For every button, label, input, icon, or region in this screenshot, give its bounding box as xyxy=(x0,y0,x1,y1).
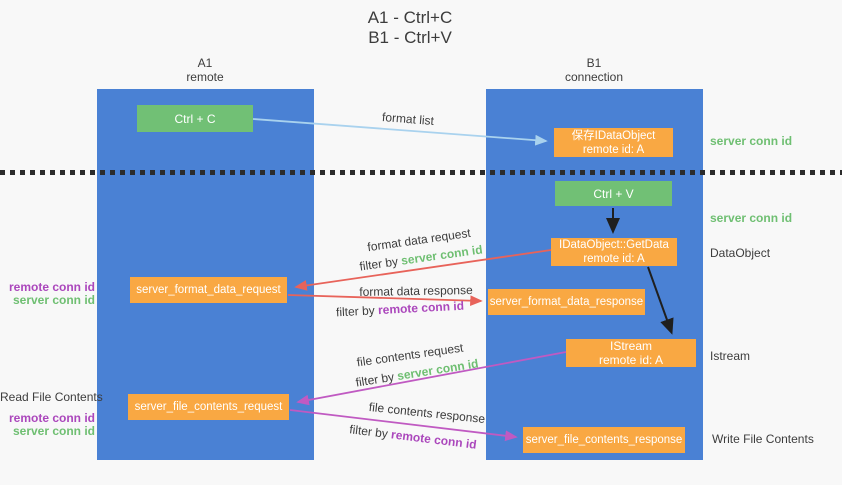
remote-conn-id-key: remote conn id xyxy=(377,298,465,318)
save-idataobject-line2: remote id: A xyxy=(582,143,645,156)
remote-conn-id-key: remote conn id xyxy=(390,427,478,452)
node-save-idataobject: 保存IDataObject remote id: A xyxy=(554,128,673,157)
node-server-file-contents-response: server_file_contents_response xyxy=(523,427,685,453)
lane-a1-name: A1 xyxy=(197,56,213,70)
format-request-label: server_format_data_request xyxy=(136,284,281,296)
left-label-remote-conn-id-1: remote conn id xyxy=(8,280,95,294)
right-label-server-conn-id-2: server conn id xyxy=(710,211,793,225)
lane-header-a1: A1 remote xyxy=(145,56,265,84)
right-label-server-conn-id-1: server conn id xyxy=(710,134,793,148)
ctrl-v-label: Ctrl + V xyxy=(593,186,634,201)
label-file-contents-response: file contents response xyxy=(368,399,486,427)
format-response-label: server_format_data_response xyxy=(489,296,644,308)
file-request-label: server_file_contents_request xyxy=(134,401,283,413)
istream-line2: remote id: A xyxy=(598,353,664,367)
lane-b1-subtitle: connection xyxy=(564,70,624,84)
lane-header-b1: B1 connection xyxy=(534,56,654,84)
right-label-dataobject: DataObject xyxy=(710,246,771,260)
getdata-line1: IDataObject::GetData xyxy=(559,239,669,251)
label-file-contents-response-filter: filter by remote conn id xyxy=(349,422,478,452)
file-response-label: server_file_contents_response xyxy=(525,434,683,446)
label-format-list: format list xyxy=(381,109,435,129)
filter-by-text: filter by xyxy=(348,422,389,441)
left-label-server-conn-id-2: server conn id xyxy=(12,424,95,438)
left-label-server-conn-id-1: server conn id xyxy=(12,293,95,307)
filter-by-text: filter by xyxy=(354,369,396,390)
node-ctrl-c: Ctrl + C xyxy=(137,105,253,132)
save-idataobject-line1: 保存IDataObject xyxy=(571,129,656,142)
ctrl-c-label: Ctrl + C xyxy=(174,111,216,126)
title-line-1: A1 - Ctrl+C xyxy=(367,8,453,27)
machine-boundary-dotted-line xyxy=(0,170,842,175)
left-label-read-file-contents: Read File Contents xyxy=(0,390,103,404)
node-server-file-contents-request: server_file_contents_request xyxy=(128,394,289,420)
label-format-data-response-filter: filter by remote conn id xyxy=(336,299,465,320)
istream-line1: IStream xyxy=(609,339,652,353)
left-label-remote-conn-id-2: remote conn id xyxy=(8,411,95,425)
label-format-data-response: format data response xyxy=(359,283,473,299)
getdata-line2: remote id: A xyxy=(583,253,645,265)
node-server-format-data-request: server_format_data_request xyxy=(130,277,287,303)
title-line-2: B1 - Ctrl+V xyxy=(368,28,452,47)
lane-a1-subtitle: remote xyxy=(186,70,224,84)
filter-by-text: filter by xyxy=(335,303,376,320)
node-server-format-data-response: server_format_data_response xyxy=(488,289,645,315)
node-idataobject-getdata: IDataObject::GetData remote id: A xyxy=(551,238,677,266)
node-istream: IStream remote id: A xyxy=(566,339,696,367)
lane-b1-name: B1 xyxy=(586,56,602,70)
diagram-title: A1 - Ctrl+C B1 - Ctrl+V xyxy=(0,8,820,48)
right-label-istream: Istream xyxy=(710,349,751,363)
right-label-write-file-contents: Write File Contents xyxy=(712,432,814,446)
node-ctrl-v: Ctrl + V xyxy=(555,181,672,206)
filter-by-text: filter by xyxy=(358,254,399,274)
